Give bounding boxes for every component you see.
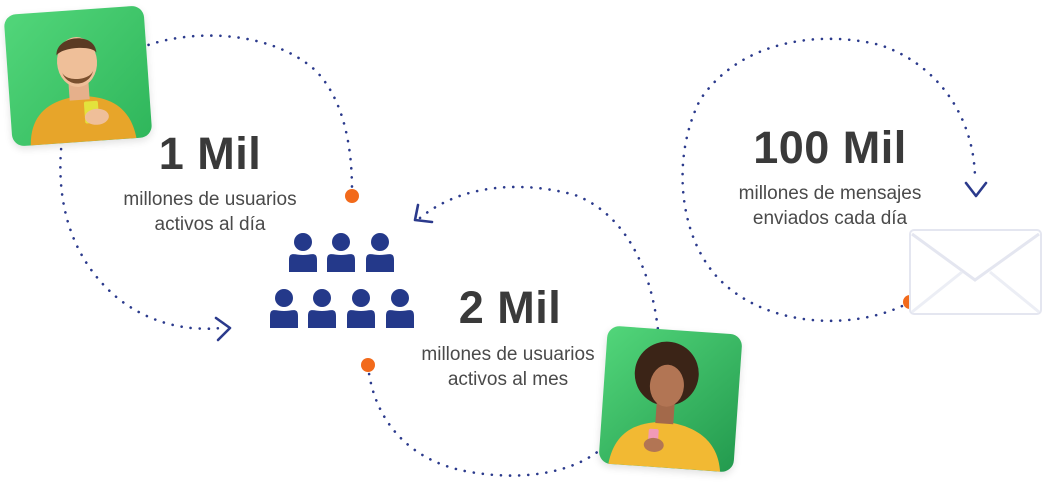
stat-description: millones de usuarios activos al mes [388,342,628,392]
woman-with-phone-photo [598,325,743,473]
accent-dot [345,189,359,203]
stat-description: millones de usuarios activos al día [90,187,330,237]
stat-label-line: enviados cada día [752,208,908,229]
stat-value: 1 Mil [158,128,262,179]
arrow-icon [413,203,434,224]
stat-description: millones de mensajes enviados cada día [705,181,955,231]
arrow-icon [964,181,988,198]
stat-label-line: millones de usuarios [421,344,595,365]
stat-label-line: activos al día [154,214,266,235]
stat-label-line: activos al mes [447,369,569,390]
stat-value: 100 Mil [753,122,907,173]
arrow-icon [214,316,232,342]
stat-label-line: millones de mensajes [738,183,922,204]
stat-label-line: millones de usuarios [123,189,297,210]
accent-dot [361,358,375,372]
envelope-icon [908,228,1043,316]
stat-value: 2 Mil [458,282,562,333]
man-with-phone-photo [3,5,153,147]
